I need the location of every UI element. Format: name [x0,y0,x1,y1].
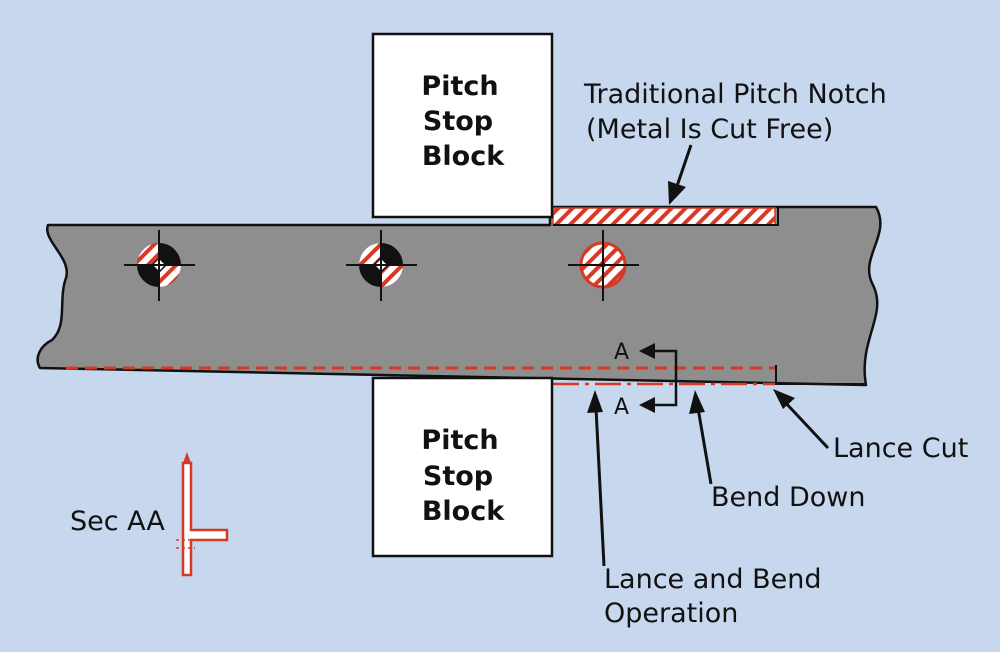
section-aa-profile [176,452,229,577]
top-block-label-2: Stop [423,106,493,137]
bottom-block-label-1: Pitch [421,425,498,456]
bend-down-label: Bend Down [711,482,865,513]
hole-3 [568,230,639,301]
notch-label-line-2: (Metal Is Cut Free) [586,114,833,145]
top-pitch-stop-block [371,32,554,219]
section-cut-arrows [639,343,678,413]
top-block-label-3: Block [422,141,505,172]
hole-2 [346,230,417,301]
section-aa-label: Sec AA [70,506,165,537]
lance-bend-arrow [587,390,606,567]
lance-bend-label-line-2: Operation [604,598,738,629]
notch-arrow [668,144,693,205]
top-block-label-1: Pitch [421,71,498,102]
bottom-block-label-2: Stop [423,461,493,492]
bottom-pitch-stop-block [371,376,554,558]
lance-cut-label: Lance Cut [833,433,968,464]
hole-1 [124,230,195,301]
metal-strip [36,205,882,387]
bottom-block-label-3: Block [422,496,505,527]
lance-bend-label-line-1: Lance and Bend [604,564,822,595]
section-marker-bottom: A [614,395,629,420]
notch-outline [553,207,779,226]
lance-cut-arrow [773,389,830,450]
pitch-notch [552,207,776,226]
section-marker-top: A [614,340,629,365]
notch-label-line-1: Traditional Pitch Notch [583,79,887,110]
lance-cut-edge [775,365,866,385]
bend-down-arrow [689,390,713,485]
